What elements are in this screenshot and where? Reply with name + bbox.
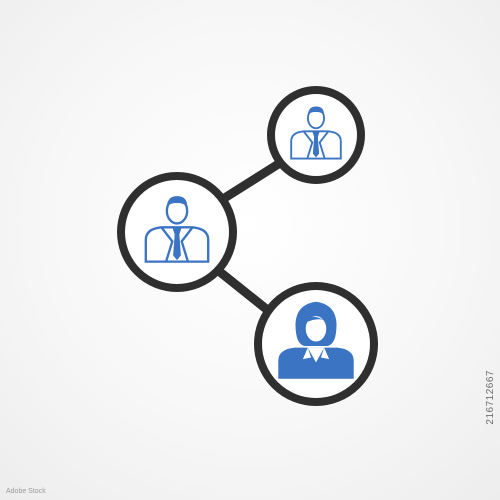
node-bottom (254, 282, 378, 406)
businesswoman-icon (278, 301, 354, 379)
businessman-icon (290, 106, 342, 160)
brand-mark: Adobe Stock (6, 488, 46, 495)
node-left (117, 172, 237, 292)
connector-line-bottom (210, 263, 270, 313)
node-top (267, 86, 365, 184)
businessman-icon (144, 196, 210, 263)
stock-id-label: 216712667 (485, 370, 496, 425)
